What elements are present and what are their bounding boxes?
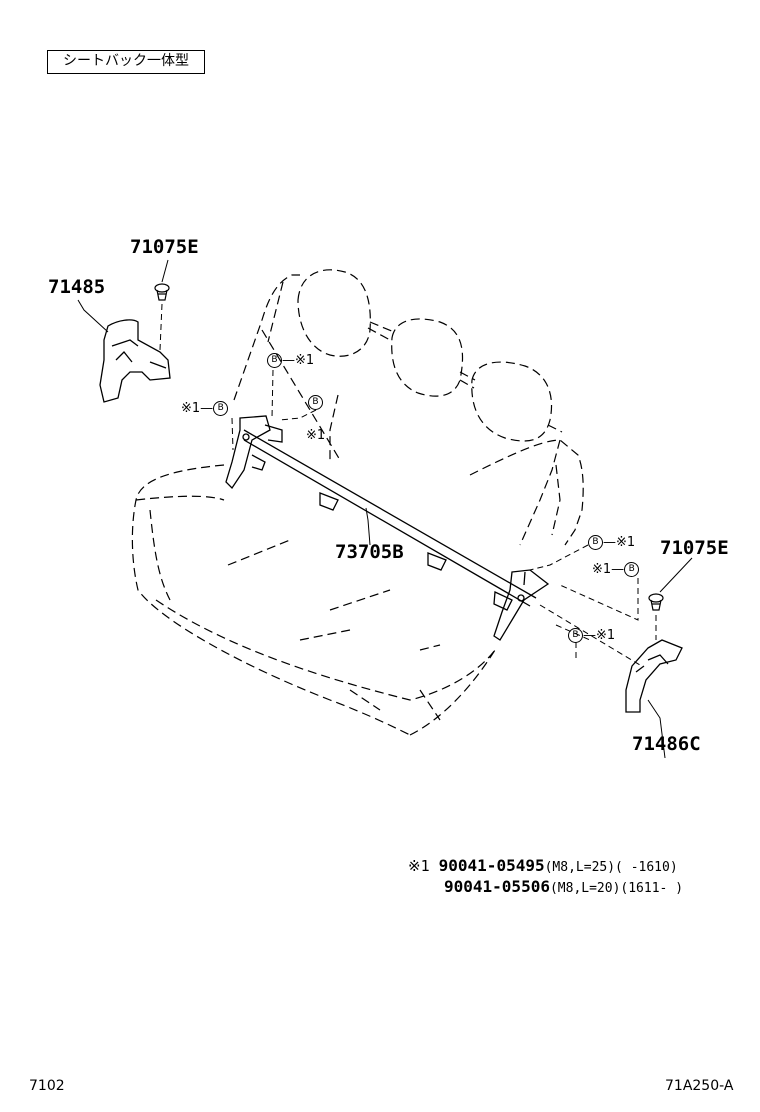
bolt-callout-3: B bbox=[308, 395, 323, 411]
seat-bracket-73705B bbox=[225, 415, 550, 641]
seat-back bbox=[233, 274, 584, 546]
callout-dash: — bbox=[603, 535, 616, 550]
assembly-lines bbox=[159, 303, 657, 666]
leader-lines bbox=[77, 259, 693, 759]
bolt-callout-icon: B bbox=[308, 395, 323, 410]
seat-type-label: シートバック一体型 bbox=[47, 50, 205, 74]
callout-dash: — bbox=[282, 353, 295, 368]
callout-dash: — bbox=[611, 562, 625, 577]
part-number-71486C[interactable]: 71486C bbox=[632, 733, 701, 755]
part-number-73705B[interactable]: 73705B bbox=[335, 541, 404, 563]
callout-ref: ※1 bbox=[295, 353, 315, 368]
note-spec-2: (M8,L=20)(1611- ) bbox=[549, 881, 684, 896]
callout-dash: — bbox=[583, 628, 596, 643]
callout-ref: ※1 bbox=[181, 401, 201, 416]
bolt-callout-icon: B bbox=[568, 628, 583, 643]
clip-icon bbox=[154, 283, 664, 611]
bolt-callout-3-ref: ※1 bbox=[306, 428, 326, 443]
note-part-number-1[interactable]: 90041-05495 bbox=[438, 856, 545, 875]
bolt-callout-icon: B bbox=[624, 562, 640, 577]
note-line-1: ※1 90041-05495(M8,L=25)( -1610) bbox=[408, 856, 678, 878]
note-line-2: 90041-05506(M8,L=20)(1611- ) bbox=[444, 877, 683, 899]
seat-cushion bbox=[131, 464, 496, 736]
callout-ref: ※1 bbox=[616, 535, 636, 550]
footer-left-code: 7102 bbox=[29, 1078, 65, 1094]
bolt-callout-icon: B bbox=[588, 535, 603, 550]
part-number-71075E-right[interactable]: 71075E bbox=[660, 537, 729, 559]
bolt-callout-1: B—※1 bbox=[267, 353, 314, 369]
bolt-callout-5: ※1—B bbox=[592, 562, 640, 578]
footer-right-code: 71A250-A bbox=[665, 1078, 734, 1094]
bolt-callout-4: B—※1 bbox=[588, 535, 635, 551]
cover-71485 bbox=[99, 319, 171, 403]
cover-71486C bbox=[625, 639, 683, 713]
note-mark: ※1 bbox=[408, 857, 430, 875]
bolt-callout-2: ※1—B bbox=[181, 401, 229, 417]
callout-dash: — bbox=[200, 401, 214, 416]
callout-ref: ※1 bbox=[596, 628, 616, 643]
headrests bbox=[297, 269, 563, 442]
part-number-71485[interactable]: 71485 bbox=[48, 276, 106, 298]
note-part-number-2[interactable]: 90041-05506 bbox=[444, 877, 550, 896]
note-spec-1: (M8,L=25)( -1610) bbox=[544, 860, 678, 875]
part-number-71075E-top[interactable]: 71075E bbox=[130, 236, 199, 258]
bolt-callout-6: B—※1 bbox=[568, 628, 615, 644]
bolt-callout-icon: B bbox=[213, 401, 229, 416]
bolt-callout-icon: B bbox=[267, 353, 282, 368]
callout-ref: ※1 bbox=[592, 562, 612, 577]
